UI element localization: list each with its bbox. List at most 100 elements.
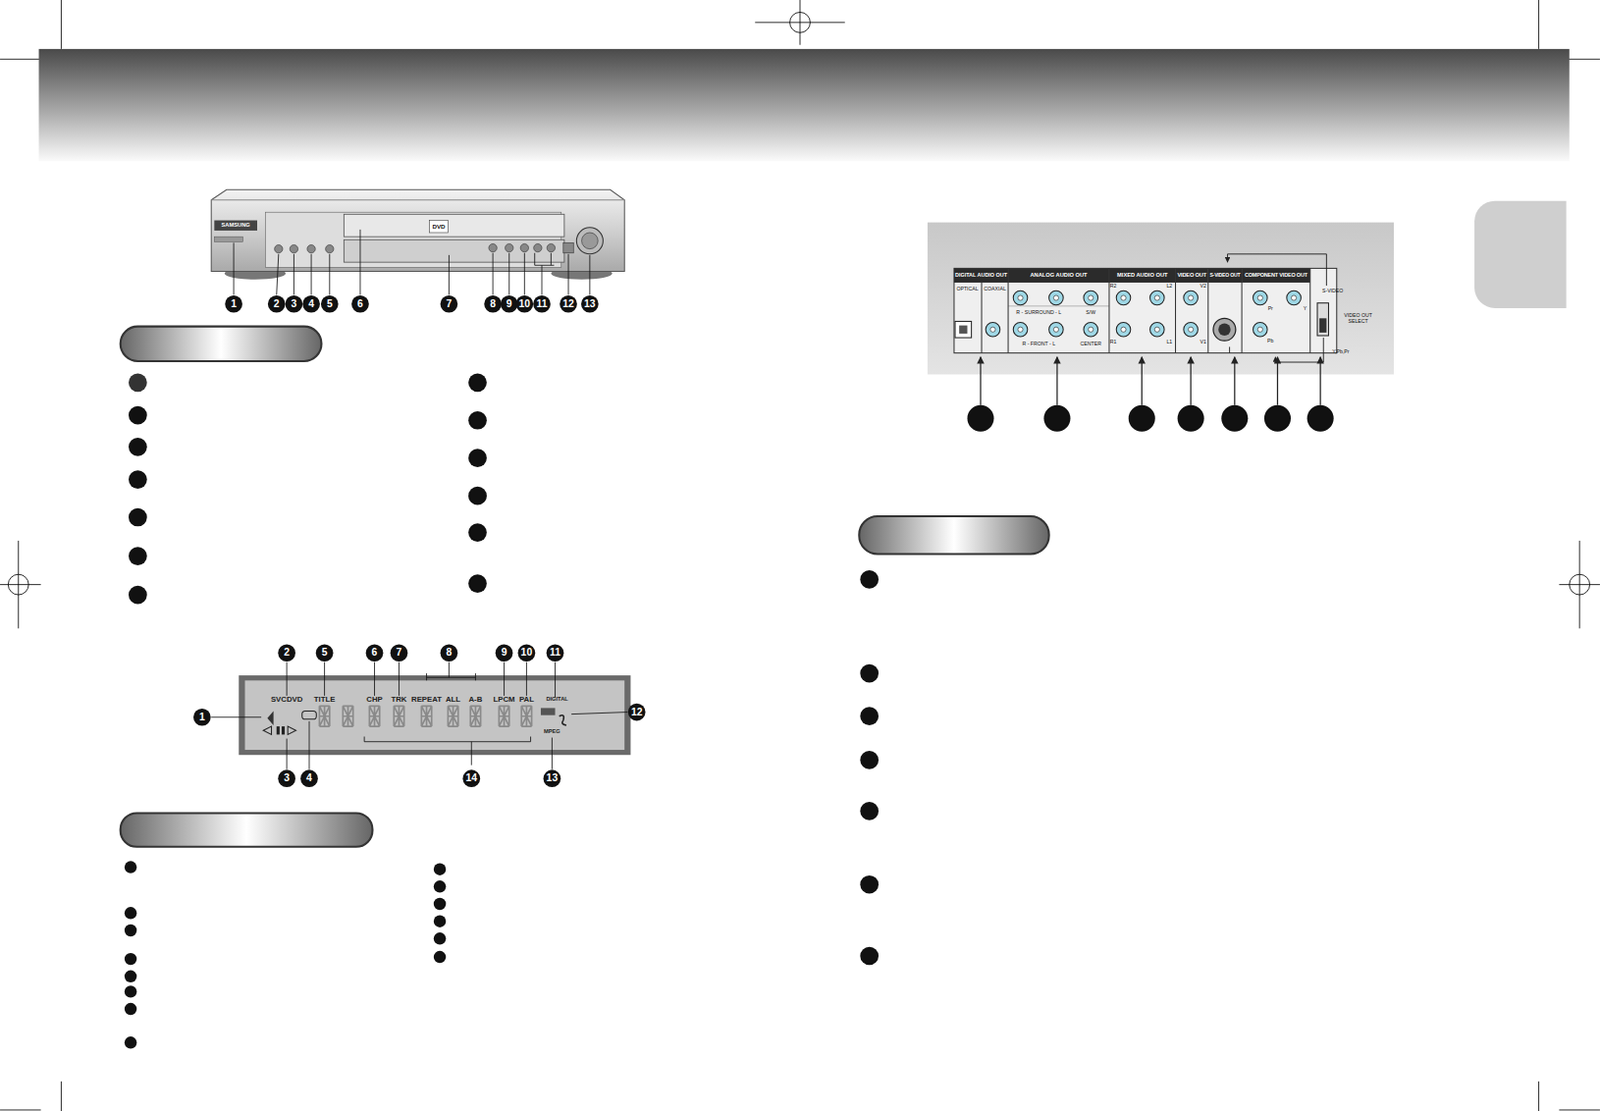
callout-number: 9: [501, 647, 508, 658]
switch-label: VIDEO OUT SELECT: [1342, 313, 1374, 323]
jack-group-heading: COMPONENT VIDEO OUT: [1244, 272, 1308, 279]
callout-number: 1: [199, 712, 206, 723]
rca-jack: [1013, 321, 1028, 337]
rca-jack: [985, 321, 1001, 337]
rear-panel: [927, 222, 1394, 432]
callout-circle: [302, 295, 320, 314]
segment-digit: [447, 705, 458, 727]
callout-circle: [320, 295, 339, 314]
callout-number: 10: [519, 299, 532, 310]
segment-digit: [369, 705, 379, 727]
segment-digit: [342, 705, 353, 727]
callout-circle: [277, 643, 296, 662]
callout-circle: [495, 643, 514, 662]
display-indicator: SVCDVD: [270, 695, 303, 704]
callout-circle: [500, 295, 519, 314]
jack-label: Pr: [1268, 306, 1274, 312]
callout-number: 4: [308, 299, 315, 310]
rca-jack: [1286, 290, 1302, 306]
callout-number: 7: [396, 647, 403, 658]
header-band: [39, 49, 1570, 161]
switch-label: Y,Pb,Pr: [1332, 349, 1349, 355]
callout-circle: [543, 769, 562, 788]
callout-circle: [581, 295, 599, 314]
jack-label: OPTICAL: [956, 287, 978, 293]
display-indicator: LPCM: [493, 695, 516, 704]
jack-label: COAXIAL: [983, 287, 1007, 293]
jack-label: R2: [1110, 284, 1118, 290]
callout-number: 6: [357, 299, 364, 310]
segment-digit: [421, 705, 431, 727]
rca-jack: [1116, 321, 1131, 337]
jack-label: Y: [1303, 306, 1307, 312]
callout-circle: [518, 643, 536, 662]
display-indicator: CHP: [366, 695, 382, 704]
segment-digit: [521, 705, 532, 727]
callout-number: 14: [465, 773, 478, 784]
display-panel: [211, 662, 631, 770]
callout-circle: [267, 295, 286, 314]
callout-circle: [628, 703, 646, 722]
rca-jack: [1083, 290, 1099, 306]
display-indicator: MPEG: [543, 730, 561, 737]
callout-number: 3: [283, 773, 290, 784]
callout-number: 13: [584, 299, 596, 310]
switch-label: S-VIDEO: [1322, 289, 1343, 295]
segment-digit: [393, 705, 404, 727]
rca-jack: [1013, 290, 1028, 306]
callout-number: 1: [230, 299, 237, 310]
callout-circle: [516, 295, 534, 314]
segment-digit: [470, 705, 480, 727]
callout-circle: [390, 643, 409, 662]
disc-logo: DVD: [431, 223, 445, 230]
segment-digit: [498, 705, 509, 727]
display-indicator: TRK: [390, 695, 407, 704]
jack-label: Pb: [1267, 339, 1274, 345]
jack-label: L2: [1166, 284, 1173, 290]
side-tab: [1474, 201, 1567, 309]
display-indicator: PAL: [519, 695, 534, 704]
rca-jack: [1083, 321, 1099, 337]
callout-circle: [316, 643, 334, 662]
callout-circle: [300, 769, 319, 788]
callout-number: 6: [372, 647, 378, 658]
callout-number: 13: [546, 773, 559, 784]
callout-circle: [533, 295, 551, 314]
jack-label: R1: [1110, 340, 1118, 346]
front-panel: [211, 189, 625, 295]
brand-logo: SAMSUNG: [221, 222, 251, 229]
rca-jack: [1183, 321, 1199, 337]
rca-jack: [1049, 321, 1065, 337]
rca-jack: [1049, 290, 1065, 306]
callout-circle: [351, 295, 370, 314]
rca-jack: [1253, 290, 1269, 306]
display-indicator: REPEAT: [411, 695, 442, 704]
section-heading-pills: [120, 326, 1050, 848]
callout-number: 11: [536, 299, 548, 310]
callout-number: 3: [290, 299, 297, 310]
jack-label: R - FRONT - L: [1021, 342, 1056, 348]
rca-jack: [1116, 290, 1131, 306]
callout-number: 8: [489, 299, 496, 310]
jack-label: R - SURROUND - L: [1015, 311, 1062, 317]
callout-circle: [193, 708, 212, 727]
jack-label: L1: [1166, 340, 1173, 346]
callout-number: 4: [306, 773, 313, 784]
callout-circle: [440, 295, 459, 314]
jack-label: S/W: [1085, 311, 1096, 317]
rca-jack: [1253, 321, 1269, 337]
callout-circle: [462, 769, 480, 788]
callout-number: 12: [631, 706, 643, 717]
jack-group-heading: VIDEO OUT: [1176, 272, 1206, 279]
callout-circle: [546, 643, 565, 662]
display-indicator: A-B: [469, 695, 483, 704]
jack-label: V2: [1199, 284, 1206, 290]
callout-number: 9: [506, 299, 513, 310]
callout-circle: [559, 295, 578, 314]
list-bullets: [124, 373, 879, 1049]
rca-jack: [1183, 290, 1199, 306]
callout-number: 12: [562, 299, 575, 310]
callout-number: 5: [326, 299, 333, 310]
